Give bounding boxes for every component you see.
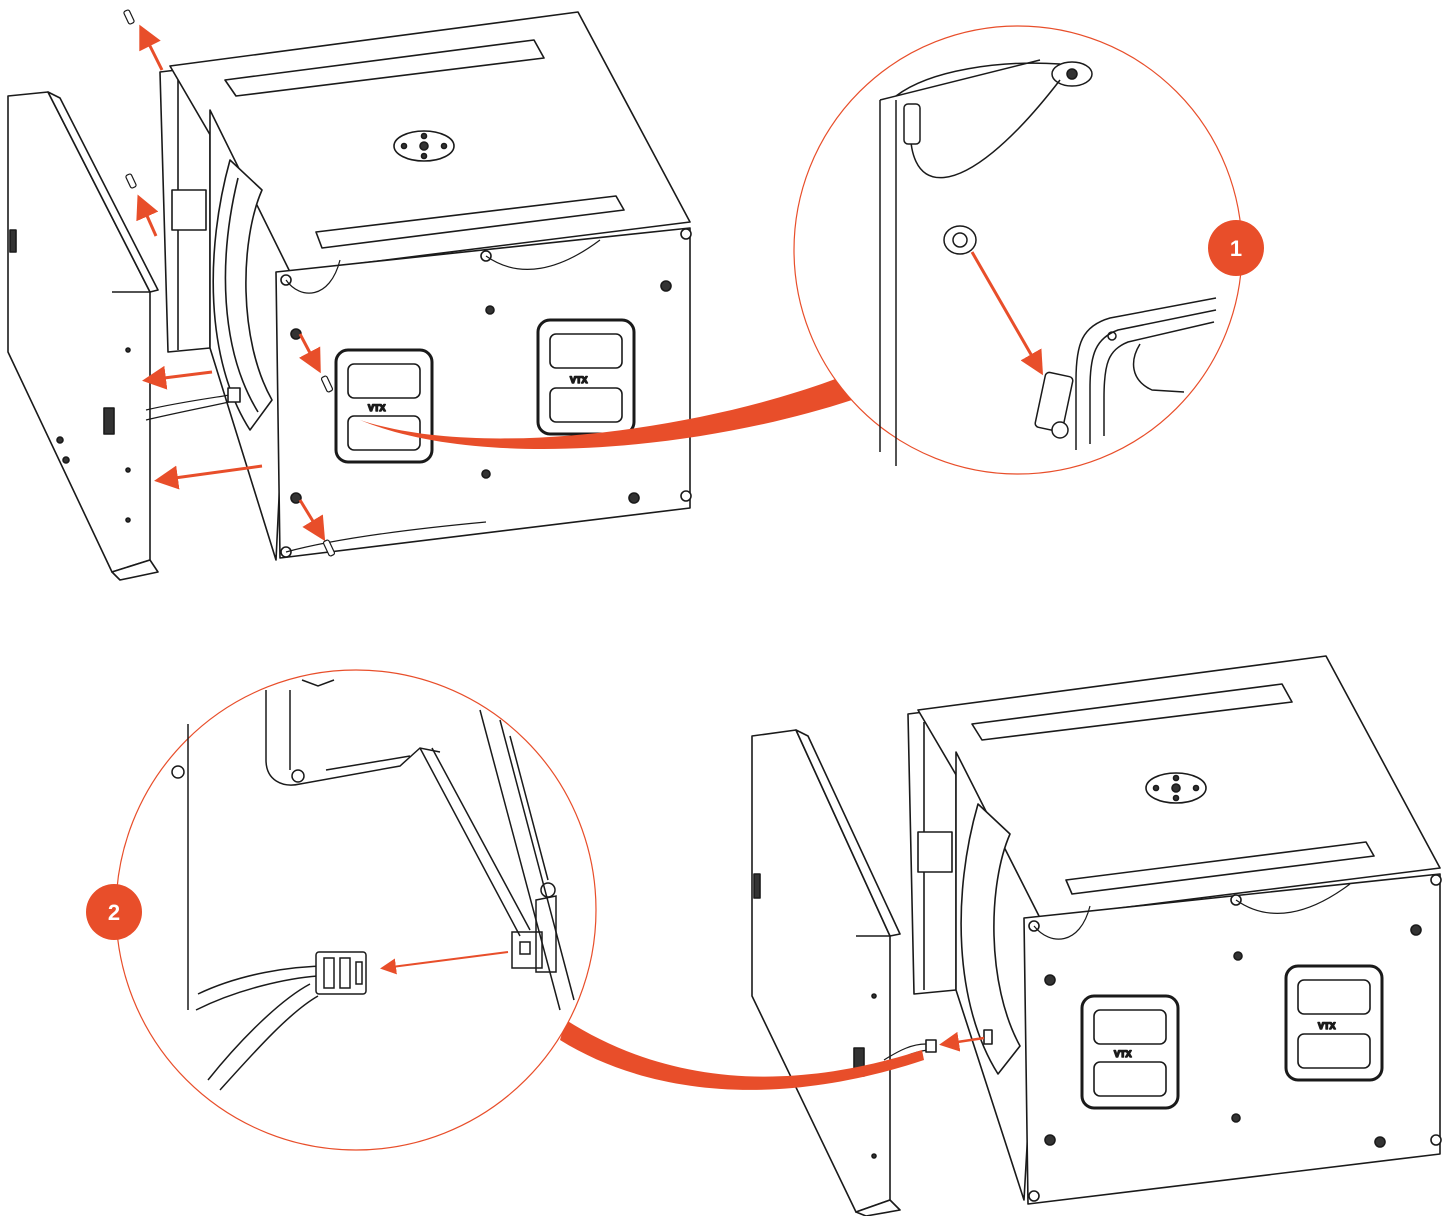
arrow-icon bbox=[298, 333, 321, 374]
step-2-number: 2 bbox=[108, 900, 120, 925]
top-panel-cable bbox=[145, 393, 239, 421]
arrow-icon bbox=[154, 464, 263, 490]
top-right-handle-brand: VTX bbox=[570, 375, 588, 385]
bottom-right-handle-brand: VTX bbox=[1318, 1021, 1336, 1031]
top-connector bbox=[227, 387, 241, 403]
arrow-icon bbox=[298, 499, 326, 542]
bottom-left-handle: VTX bbox=[1080, 994, 1180, 1110]
arrow-icon bbox=[139, 24, 164, 71]
bottom-front-face bbox=[1023, 873, 1442, 1205]
detail-2-arrow bbox=[380, 951, 509, 975]
step-2-badge: 2 bbox=[86, 884, 142, 940]
top-front-face bbox=[275, 227, 692, 559]
top-left-handle: VTX bbox=[334, 348, 434, 464]
detail-circle-2 bbox=[115, 669, 597, 1151]
bottom-driver-wall bbox=[955, 751, 1041, 1201]
arrow-icon bbox=[939, 1031, 985, 1052]
bottom-zoom-band bbox=[560, 1020, 924, 1090]
top-cabinet-lid bbox=[169, 11, 691, 273]
top-zoom-band bbox=[360, 378, 852, 449]
top-left-handle-brand: VTX bbox=[368, 403, 386, 413]
bottom-subwoofer-assembly: VTX VTX bbox=[751, 655, 1442, 1216]
detail-circle-1 bbox=[793, 25, 1243, 475]
step-1-number: 1 bbox=[1230, 236, 1242, 261]
top-side-panel bbox=[7, 91, 159, 581]
bottom-left-handle-brand: VTX bbox=[1114, 1049, 1132, 1059]
detail-1-arrow bbox=[970, 251, 1043, 376]
arrow-icon bbox=[142, 365, 213, 390]
step-1-badge: 1 bbox=[1208, 220, 1264, 276]
top-screws bbox=[123, 9, 336, 557]
bottom-side-panel bbox=[751, 729, 901, 1216]
top-rear-rail bbox=[159, 65, 211, 353]
bottom-plug bbox=[925, 1039, 937, 1053]
top-subwoofer-assembly: VTX VTX bbox=[7, 11, 692, 581]
bottom-right-handle: VTX bbox=[1284, 964, 1384, 1082]
top-driver-wall bbox=[209, 109, 291, 561]
top-removal-arrows bbox=[136, 24, 326, 542]
arrow-icon bbox=[136, 194, 159, 237]
bottom-socket bbox=[983, 1029, 993, 1045]
top-right-handle: VTX bbox=[536, 318, 636, 436]
